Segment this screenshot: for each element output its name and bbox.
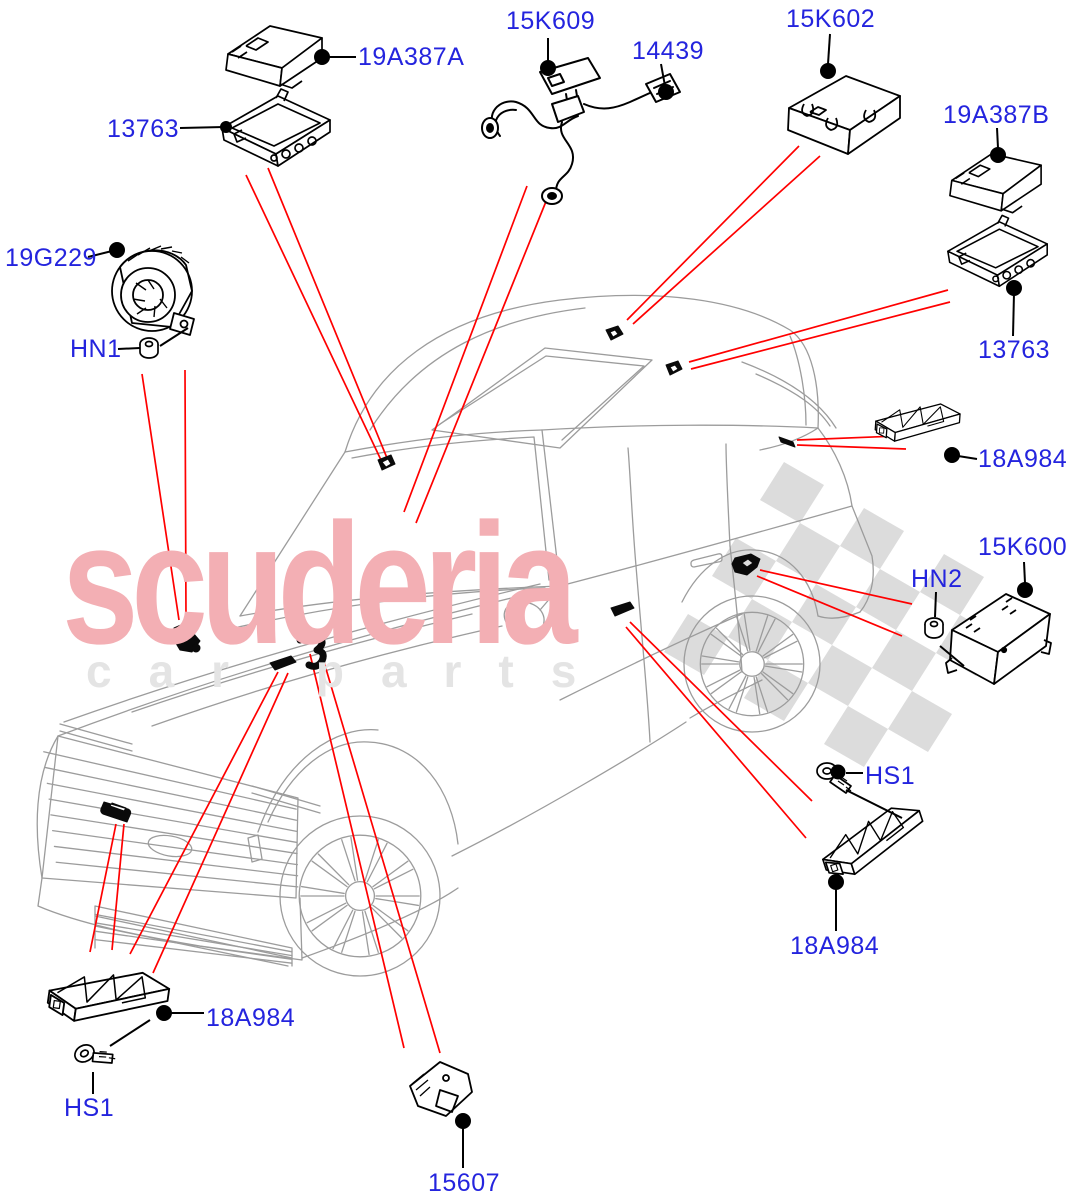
part-label-15607: 15607 <box>428 1169 501 1197</box>
part-label-19G229: 19G229 <box>5 244 97 272</box>
part-label-15K609: 15K609 <box>506 7 596 35</box>
harness-drawing <box>481 57 681 205</box>
part-label-18A984-side: 18A984 <box>978 445 1068 473</box>
part-label-13763-right: 13763 <box>978 336 1051 364</box>
watermark-tagline: car parts <box>86 645 614 697</box>
part-label-18A984-rear: 18A984 <box>790 932 880 960</box>
watermark-brand: scuderia <box>62 488 578 680</box>
location-markers <box>100 325 796 823</box>
part-label-HS1-left: HS1 <box>64 1094 115 1122</box>
part-label-19A387B: 19A387B <box>943 101 1050 129</box>
part-label-15K600: 15K600 <box>978 533 1068 561</box>
leader-lines <box>87 33 1033 1168</box>
part-label-14439: 14439 <box>632 37 705 65</box>
part-label-HN1: HN1 <box>70 335 122 363</box>
part-label-HS1-right: HS1 <box>865 762 916 790</box>
part-label-18A984-front: 18A984 <box>206 1004 296 1032</box>
part-label-15K602: 15K602 <box>786 5 876 33</box>
locator-lines <box>89 145 951 1054</box>
part-label-HN2: HN2 <box>911 565 963 593</box>
part-label-13763-left: 13763 <box>107 115 180 143</box>
part-label-19A387A: 19A387A <box>358 43 465 71</box>
